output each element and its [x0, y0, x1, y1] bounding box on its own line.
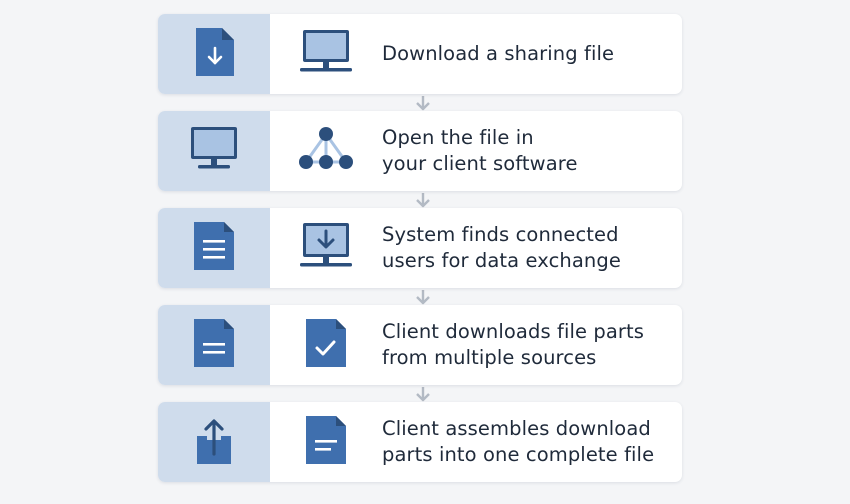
step-3-left-panel — [158, 208, 270, 288]
step-1-mid — [270, 14, 382, 94]
step-5-mid — [270, 402, 382, 482]
document-lines-icon — [191, 220, 237, 276]
document-check-icon — [303, 317, 349, 373]
step-2: Open the file in your client software — [158, 111, 682, 191]
step-3-label: System finds connected users for data ex… — [382, 223, 621, 272]
step-5-left-panel — [158, 402, 270, 482]
step-3: System finds connected users for data ex… — [158, 208, 682, 288]
arrow-down-icon — [416, 289, 430, 304]
file-download-icon — [192, 26, 236, 82]
step-2-left-panel — [158, 111, 270, 191]
step-1-label: Download a sharing file — [382, 42, 615, 65]
step-1: Download a sharing file — [158, 14, 682, 94]
step-4: Client downloads file parts from multipl… — [158, 305, 682, 385]
network-nodes-icon — [297, 124, 355, 178]
document-lines-icon — [303, 414, 349, 470]
step-2-mid — [270, 111, 382, 191]
arrow-down-icon — [416, 192, 430, 207]
step-3-mid — [270, 208, 382, 288]
monitor-download-icon — [298, 221, 354, 275]
step-5: Client assembles download parts into one… — [158, 402, 682, 482]
step-4-mid — [270, 305, 382, 385]
step-5-label: Client assembles download parts into one… — [382, 417, 655, 466]
arrow-down-icon — [416, 95, 430, 110]
step-4-label: Client downloads file parts from multipl… — [382, 320, 645, 369]
step-2-label: Open the file in your client software — [382, 126, 578, 175]
process-flow: Download a sharing file — [158, 14, 682, 482]
arrow-down-icon — [416, 386, 430, 401]
monitor-icon — [186, 125, 242, 177]
step-4-left-panel — [158, 305, 270, 385]
upload-box-icon — [191, 414, 237, 470]
step-1-left-panel — [158, 14, 270, 94]
monitor-icon — [298, 28, 354, 80]
document-lines-icon — [191, 317, 237, 373]
